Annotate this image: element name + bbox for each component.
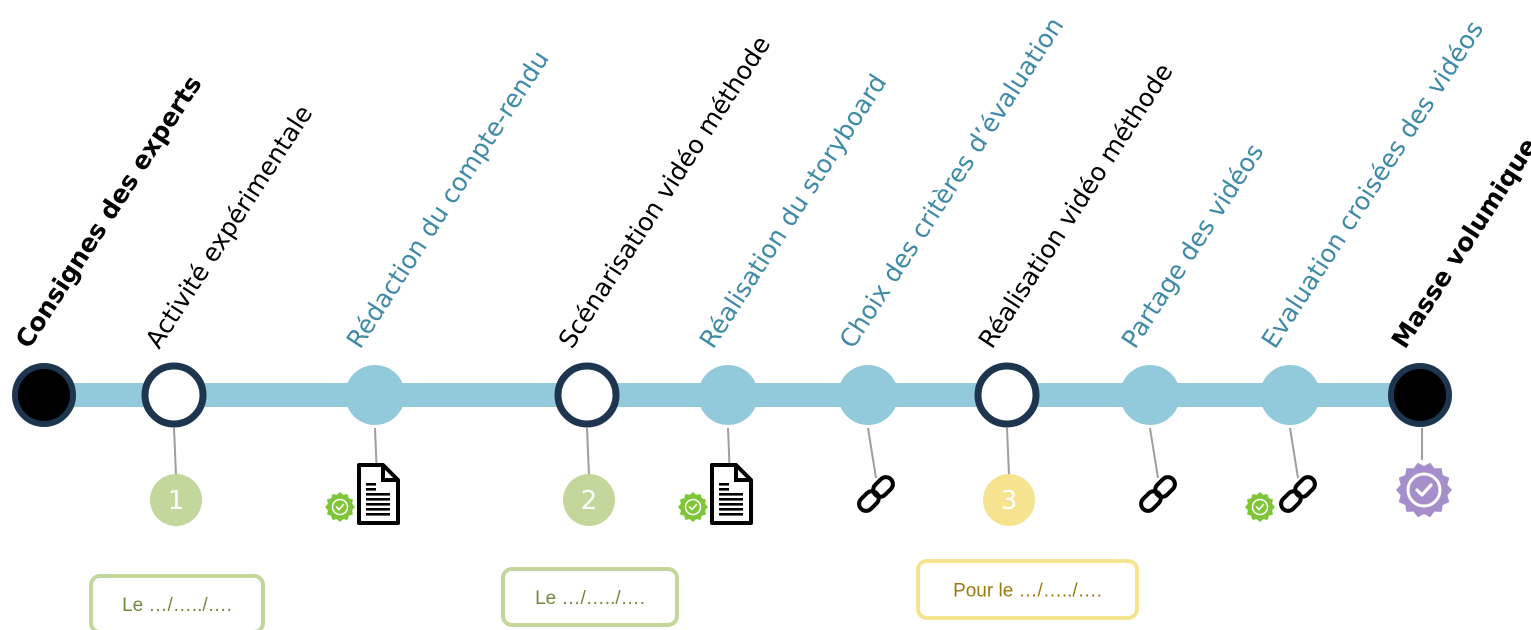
check-badge-icon — [325, 492, 355, 522]
step-node — [1120, 365, 1180, 425]
step-node — [698, 365, 758, 425]
step-label: Evaluation croisées des vidéos — [1256, 16, 1489, 354]
date-text: Pour le …/…../…. — [953, 581, 1102, 602]
connector-line — [586, 427, 590, 476]
step-number-badge: 3 — [983, 474, 1035, 526]
connector-line — [173, 427, 177, 476]
step-node — [12, 363, 76, 427]
step-number-badge: 2 — [563, 474, 615, 526]
step-number-badge: 1 — [150, 474, 202, 526]
step-number: 1 — [168, 486, 185, 516]
date-text: Le …/…../…. — [122, 595, 232, 616]
date-text: Le …/…../…. — [535, 588, 645, 609]
connector-line — [1149, 427, 1159, 479]
link-icon — [1279, 475, 1317, 513]
step-number: 3 — [1001, 486, 1018, 516]
step-label: Choix des critères d’évaluation — [834, 12, 1070, 353]
connector-line — [867, 427, 877, 479]
document-icon — [710, 463, 753, 525]
step-node — [838, 365, 898, 425]
step-label: Masse volumique — [1386, 133, 1531, 354]
purple-seal-check-icon — [1396, 462, 1452, 518]
connector-line — [1006, 427, 1010, 476]
link-icon — [857, 475, 895, 513]
step-node — [345, 365, 405, 425]
date-box: Le …/…../…. — [501, 567, 679, 627]
step-node — [1388, 363, 1452, 427]
step-node — [974, 362, 1040, 428]
date-box: Le …/…../…. — [89, 574, 265, 630]
step-node — [141, 362, 207, 428]
step-node — [554, 362, 620, 428]
step-label: Rédaction du compte-rendu — [341, 45, 555, 353]
document-icon — [357, 463, 400, 525]
link-icon — [1139, 475, 1177, 513]
step-node — [1260, 365, 1320, 425]
date-box: Pour le …/…../…. — [916, 559, 1139, 620]
check-badge-icon — [678, 492, 708, 522]
check-badge-icon — [1245, 492, 1275, 522]
connector-line — [1289, 427, 1299, 479]
step-label: Partage des vidéos — [1116, 138, 1270, 353]
step-number: 2 — [581, 486, 598, 516]
